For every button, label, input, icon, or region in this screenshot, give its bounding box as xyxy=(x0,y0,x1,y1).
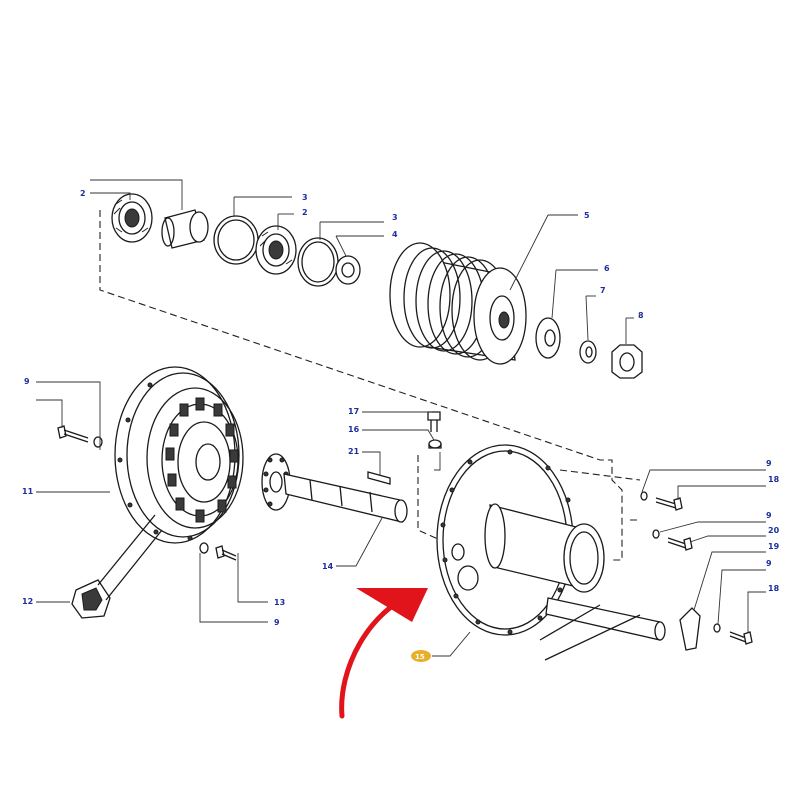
callout-15-label: 15 xyxy=(415,653,425,661)
hub-assembly-part xyxy=(114,366,244,544)
circlip-part-b xyxy=(297,237,339,287)
callout-9b: 9 xyxy=(274,618,280,627)
callout-4: 4 xyxy=(392,230,398,239)
callout-13: 13 xyxy=(274,598,285,607)
red-highlight-arrow xyxy=(339,588,428,719)
bolt-part-13 xyxy=(199,542,237,561)
callout-18b: 18 xyxy=(768,584,780,593)
washer-part xyxy=(335,255,361,285)
callout-8: 8 xyxy=(638,311,644,320)
callout-9d: 9 xyxy=(766,511,772,520)
callout-17: 17 xyxy=(348,407,359,416)
callout-3a: 3 xyxy=(302,193,308,202)
callout-12: 12 xyxy=(22,597,33,606)
assembly-outline-upper xyxy=(99,210,623,561)
highlighted-callout-15: 15 xyxy=(411,650,431,662)
callout-5: 5 xyxy=(584,211,590,220)
callout-6: 6 xyxy=(604,264,610,273)
callout-16: 16 xyxy=(348,425,360,434)
housing-part-15 xyxy=(436,444,605,636)
shaft-part xyxy=(261,453,408,523)
bearing-part-b xyxy=(255,225,297,275)
callout-2a: 2 xyxy=(80,189,86,198)
callout-9e: 9 xyxy=(766,559,772,568)
drive-shaft-part-lower xyxy=(539,597,666,661)
drive-coupling-part xyxy=(71,514,163,619)
bolt-part-18b xyxy=(713,623,753,645)
callout-21: 21 xyxy=(348,447,360,456)
bolt-part-left xyxy=(57,425,103,448)
assembly-outline-left xyxy=(417,455,441,541)
callout-20: 20 xyxy=(768,526,780,535)
callout-9c: 9 xyxy=(766,459,772,468)
plate-part-19 xyxy=(679,607,701,651)
callout-3b: 3 xyxy=(392,213,398,222)
circlip-part-a xyxy=(213,215,259,265)
bolt-part-17 xyxy=(427,411,441,432)
leader-lines xyxy=(36,179,766,657)
washer-part-16 xyxy=(428,439,442,449)
callout-19: 19 xyxy=(768,542,780,551)
callout-11: 11 xyxy=(22,487,34,496)
bolt-part-20 xyxy=(652,529,693,551)
bearing-part xyxy=(111,193,153,243)
lock-washer-part xyxy=(579,340,597,364)
callout-14: 14 xyxy=(322,562,334,571)
spacer-washer-part xyxy=(535,317,561,359)
bolt-part-18a xyxy=(640,491,683,511)
callout-7: 7 xyxy=(600,286,606,295)
nut-part xyxy=(611,344,643,379)
callout-2b: 2 xyxy=(302,208,308,217)
pulley-part xyxy=(389,242,527,365)
key-part xyxy=(367,471,391,485)
callout-9a: 9 xyxy=(24,377,30,386)
sleeve-part xyxy=(161,209,209,249)
assembly-outline-right xyxy=(559,469,641,521)
callout-18a: 18 xyxy=(768,475,780,484)
